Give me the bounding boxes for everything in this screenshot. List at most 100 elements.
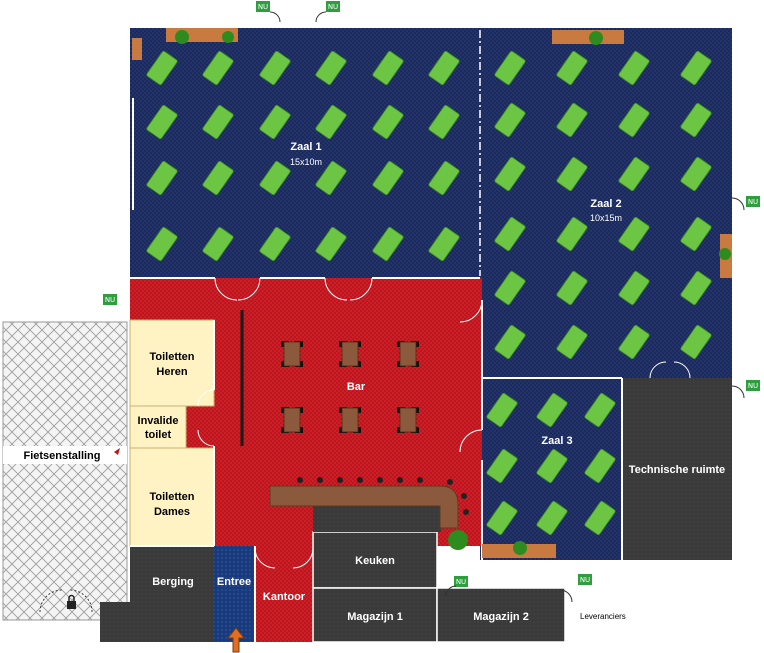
table (315, 226, 347, 262)
table (259, 104, 291, 140)
plant-icon (589, 31, 603, 45)
table (428, 50, 460, 86)
magazijn-1-floor (312, 587, 438, 643)
technical-room-label: Technische ruimte (629, 464, 725, 476)
table (584, 392, 616, 428)
table (618, 156, 650, 192)
plant-icon (222, 31, 234, 43)
exit-door-swings (269, 11, 745, 603)
table (556, 102, 588, 138)
bar-table (283, 341, 301, 367)
table (146, 226, 178, 262)
table (372, 160, 404, 196)
table (315, 160, 347, 196)
table (146, 104, 178, 140)
bike-storage-label-bg (3, 446, 127, 464)
table (536, 448, 568, 484)
toilet-heren-label-1: Toiletten (149, 351, 194, 363)
bar-table (341, 341, 359, 367)
table (680, 156, 712, 192)
planter (552, 30, 624, 44)
plant-icon (719, 248, 731, 260)
table (680, 270, 712, 306)
bar-counter (269, 485, 459, 529)
toilet-dames-label-1: Toiletten (149, 491, 194, 503)
table (494, 270, 526, 306)
table (556, 270, 588, 306)
table (556, 324, 588, 360)
gate-swing (69, 589, 93, 613)
berging-label: Berging (152, 576, 194, 588)
toilet-invalide-label-2: toilet (145, 429, 172, 441)
table (372, 226, 404, 262)
plant-icon (513, 541, 527, 555)
bar-table (341, 407, 359, 433)
lock-icon (67, 594, 76, 609)
zaal-1-size: 15x10m (290, 157, 322, 167)
table (680, 324, 712, 360)
toilet-heren-floor (129, 319, 215, 407)
exit-sign-icon (326, 1, 340, 12)
toilet-heren-label-2: Heren (156, 366, 187, 378)
toilet-dames-floor (129, 447, 215, 547)
small-storage-floor (100, 602, 130, 642)
table (494, 156, 526, 192)
door-swings (197, 277, 691, 569)
bar-stools (297, 477, 469, 515)
table (202, 50, 234, 86)
table (680, 102, 712, 138)
table (146, 50, 178, 86)
table (618, 324, 650, 360)
keuken-label: Keuken (355, 555, 395, 567)
entrance-arrow-icon (226, 627, 246, 653)
table (494, 102, 526, 138)
plants (175, 30, 731, 555)
zaal-1-label: Zaal 1 (290, 141, 321, 153)
table (372, 50, 404, 86)
table (618, 270, 650, 306)
bar-table (283, 407, 301, 433)
table (428, 160, 460, 196)
bar-tables (281, 341, 419, 433)
entree-label: Entree (217, 576, 251, 588)
table (259, 160, 291, 196)
table (556, 216, 588, 252)
toilet-dames-label-2: Dames (154, 506, 190, 518)
table (494, 216, 526, 252)
zaal-2-size: 10x15m (590, 213, 622, 223)
emergency-exits: NU NU NU NU NU NU NU (103, 1, 760, 587)
table (146, 160, 178, 196)
table (259, 226, 291, 262)
table (315, 50, 347, 86)
table (202, 226, 234, 262)
plant-icon (175, 30, 189, 44)
kantoor-floor (255, 546, 313, 642)
technical-room-floor (622, 378, 732, 560)
table (536, 500, 568, 536)
table (486, 500, 518, 536)
table (494, 324, 526, 360)
berging-floor (130, 546, 214, 642)
table (486, 392, 518, 428)
exit-sign-label: NU (328, 3, 338, 11)
table (486, 448, 518, 484)
exit-sign-icon (746, 380, 760, 391)
exit-sign-icon (454, 576, 468, 587)
bike-storage-area (2, 321, 128, 621)
table (680, 216, 712, 252)
tables (146, 50, 712, 536)
toilet-invalide-label-1: Invalide (138, 415, 179, 427)
entree-floor (214, 546, 255, 642)
exit-sign-label: NU (748, 198, 758, 206)
table (428, 226, 460, 262)
exit-sign-label: NU (258, 3, 268, 11)
magazijn-1-label: Magazijn 1 (347, 611, 403, 623)
kantoor-label: Kantoor (263, 591, 306, 603)
exit-sign-icon (578, 574, 592, 585)
table (372, 104, 404, 140)
table (494, 50, 526, 86)
table (202, 160, 234, 196)
exit-sign-label: NU (105, 296, 115, 304)
exit-sign-icon (256, 1, 270, 12)
